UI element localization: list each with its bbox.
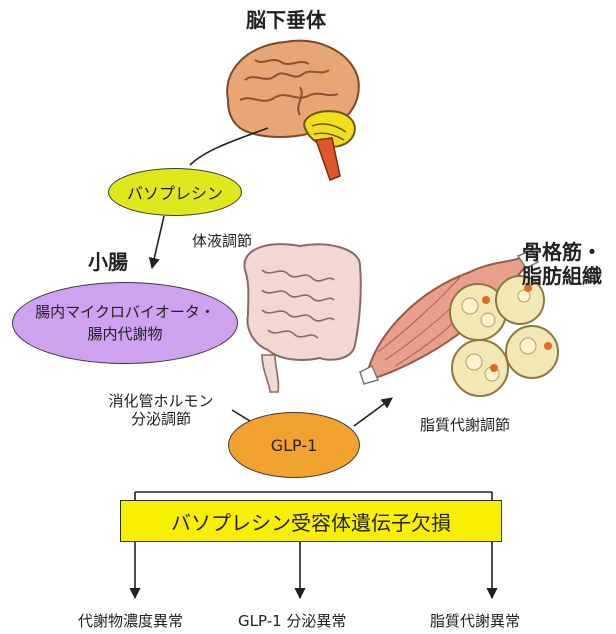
receptor-deletion-box: バソプレシン受容体遺伝子欠損 (120, 500, 502, 542)
brain-to-vasopressin-line (189, 127, 269, 166)
glp1-to-lipid-arrow (353, 397, 393, 427)
outcome-glp1: GLP-1 分泌異常 (238, 612, 347, 630)
muscle-fat-line1: 骨格筋・ (522, 240, 602, 264)
glp1-node: GLP-1 (228, 412, 360, 478)
microbiota-line1: 腸内マイクロバイオータ・ (35, 303, 215, 321)
muscle-fat-label: 骨格筋・ 脂肪組織 (522, 240, 616, 288)
vasopressin-node: バソプレシン (108, 168, 242, 216)
glp1-label: GLP-1 (270, 435, 318, 455)
fluid-regulation-label: 体液調節 (192, 232, 253, 250)
brain-illustration (226, 39, 360, 181)
muscle-fat-line2: 脂肪組織 (522, 264, 602, 288)
intestine-illustration (243, 243, 362, 393)
hormone-line2: 分泌調節 (130, 410, 191, 428)
lipid-regulation-label: 脂質代謝調節 (420, 416, 511, 434)
vasopressin-label: バソプレシン (126, 184, 223, 203)
receptor-deletion-label: バソプレシン受容体遺伝子欠損 (171, 510, 451, 535)
fat-tissue-illustration (449, 275, 559, 397)
vasopressin-to-intestine-arrow (148, 215, 165, 270)
microbiota-node: 腸内マイクロバイオータ・ 腸内代謝物 (12, 282, 238, 364)
outcome-metabolite: 代謝物濃度異常 (78, 612, 184, 630)
hormone-line1: 消化管ホルモン (108, 392, 214, 410)
outcome-lipid: 脂質代謝異常 (430, 612, 521, 630)
hormone-label: 消化管ホルモン 分泌調節 (90, 392, 232, 428)
pituitary-label: 脳下垂体 (246, 8, 326, 32)
microbiota-line2: 腸内代謝物 (87, 325, 163, 343)
small-intestine-label: 小腸 (88, 250, 128, 274)
